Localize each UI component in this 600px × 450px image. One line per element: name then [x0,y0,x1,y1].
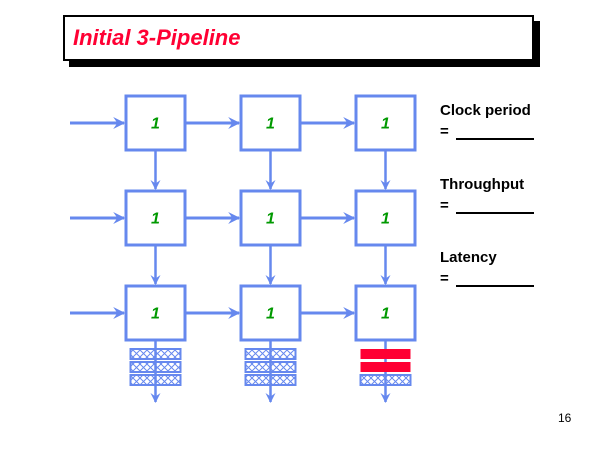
register-hatched [359,374,412,386]
blank-line [455,125,534,140]
stage-value: 1 [381,116,390,133]
metric-blank-row: = [440,124,600,140]
metric-clock-period: Clock period = [440,102,600,140]
stage-value: 1 [381,306,390,323]
slide-title: Initial 3-Pipeline [73,25,241,50]
stage-value: 1 [151,211,160,228]
stage-box [239,284,302,342]
page-number: 16 [558,411,572,425]
stage-value: 1 [381,211,390,228]
stage-value: 1 [266,306,275,323]
metric-label: Clock period [440,102,531,119]
register-hatched [129,374,182,386]
metric-blank-row: = [440,271,600,287]
blank-line [455,199,534,214]
equals-sign: = [440,270,449,287]
metric-label: Throughput [440,176,525,193]
stage-value: 1 [266,116,275,133]
stage-box [124,189,187,247]
blank-line [455,272,534,287]
register-hatched [129,348,182,360]
register-hatched [244,374,297,386]
stage-box [239,94,302,152]
stage-box [354,284,417,342]
register-hatched [244,361,297,373]
title-box: Initial 3-Pipeline [63,15,534,61]
metric-latency: Latency = [440,249,600,287]
equals-sign: = [440,123,449,140]
register-hatched [244,348,297,360]
metric-blank-row: = [440,198,600,214]
register-hatched [129,361,182,373]
metric-label: Latency [440,249,497,266]
stage-value: 1 [151,116,160,133]
register-solid [360,362,411,372]
register-solid [360,349,411,359]
equals-sign: = [440,197,449,214]
stage-value: 1 [151,306,160,323]
stage-value: 1 [266,211,275,228]
metric-throughput: Throughput = [440,176,600,214]
stage-box [239,189,302,247]
